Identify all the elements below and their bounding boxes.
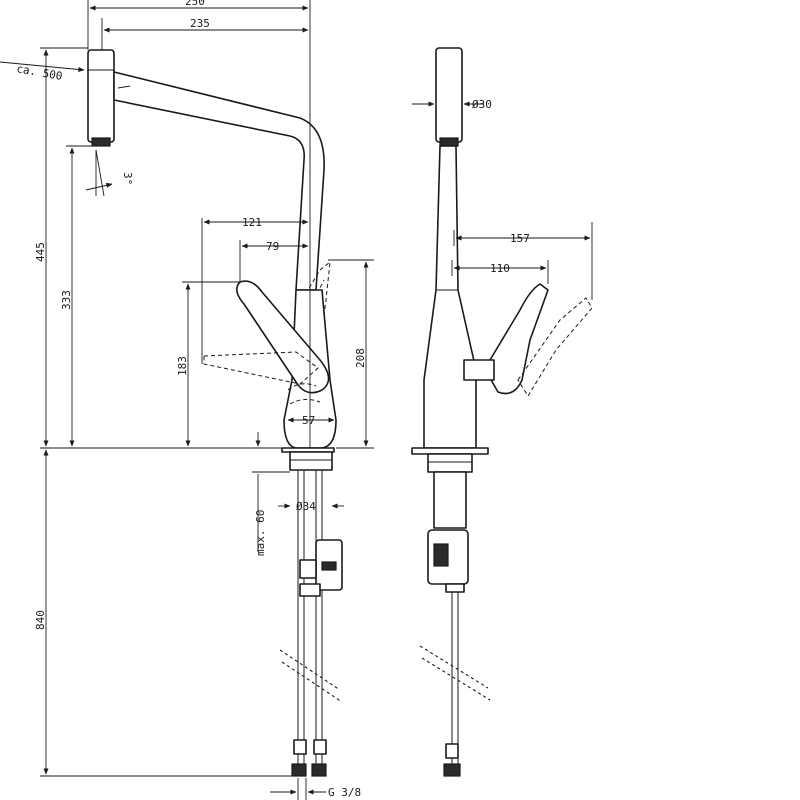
dim-157-label: 157 [510, 232, 530, 245]
dim-angle-label: 3° [121, 172, 134, 185]
side-lever [489, 283, 549, 395]
dim-110-label: 110 [490, 262, 510, 275]
dim-183-label: 183 [176, 356, 189, 376]
side-spout-head [435, 47, 463, 143]
dim-ca500-label: ca. 500 [15, 62, 63, 83]
dim-445-label: 445 [34, 242, 47, 262]
spout-arm [113, 71, 325, 291]
dim-79-label: 79 [266, 240, 279, 253]
dim-dia34-label: Ø34 [296, 500, 316, 513]
side-shank [433, 471, 467, 529]
dim-250-label: 250 [185, 0, 205, 8]
side-body [423, 145, 477, 449]
dim-840-label: 840 [34, 610, 47, 630]
dim-g38-label: G 3/8 [328, 786, 361, 799]
faucet-lever [236, 280, 330, 394]
side-dimensions: Ø30 157 110 [412, 98, 593, 300]
mount-shank [289, 451, 333, 471]
dim-dia30-label: Ø30 [472, 98, 492, 111]
front-view [87, 49, 343, 777]
dim-208-label: 208 [354, 348, 367, 368]
front-dimensions: 250 235 ca. 500 445 333 3° 121 79 183 [0, 0, 374, 800]
spout-tip [91, 137, 111, 147]
side-base-plate [411, 447, 489, 455]
dim-max60-label: max. 60 [254, 510, 267, 556]
dim-57-label: 57 [302, 414, 315, 427]
dim-121-label: 121 [242, 216, 262, 229]
spout-head [87, 49, 115, 143]
dim-333-label: 333 [60, 290, 73, 310]
dim-235-label: 235 [190, 17, 210, 30]
side-lever-dashed [517, 297, 593, 397]
side-view [411, 47, 593, 777]
